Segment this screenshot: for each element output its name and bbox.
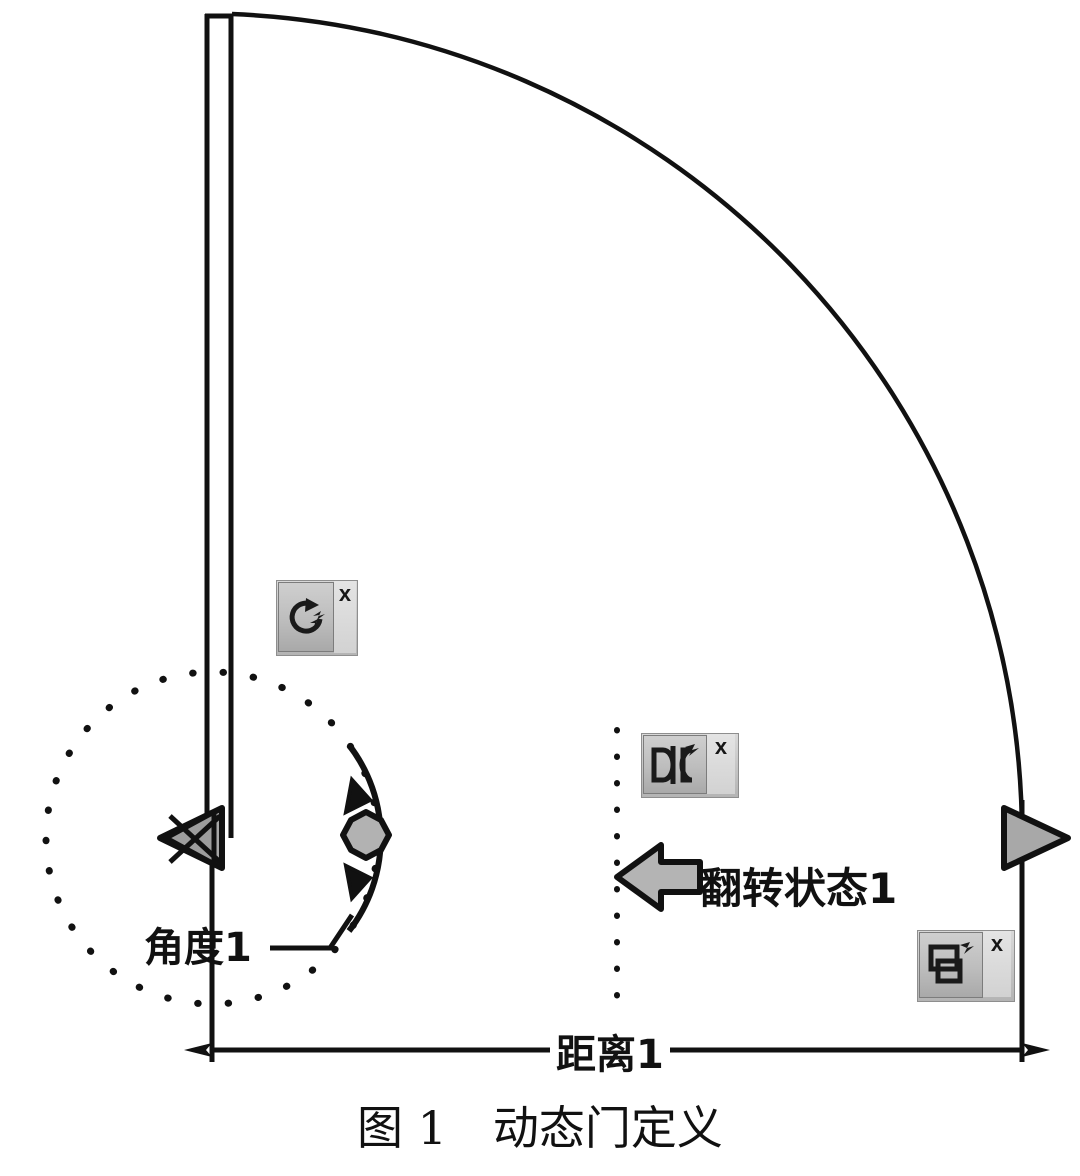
hinge-flip-cross-b xyxy=(168,814,222,864)
angle-arc-arrow-upper xyxy=(343,775,374,816)
mirror-symmetry-mate-icon[interactable] xyxy=(643,735,707,794)
angle-rotation-arc[interactable] xyxy=(340,743,392,933)
suppress-x-marker[interactable]: x xyxy=(707,734,735,794)
angle-label: 角度1 xyxy=(144,925,252,971)
flip-state-label: 翻转状态1 xyxy=(700,864,898,913)
mirror-symmetry-glyph xyxy=(651,743,699,784)
hinge-flip-marker[interactable] xyxy=(157,805,225,871)
rotation-angle-glyph xyxy=(289,598,325,634)
angle-drag-handle[interactable] xyxy=(340,809,392,861)
suppress-x-marker[interactable]: x xyxy=(983,931,1011,997)
angle-label-leader xyxy=(270,913,355,951)
angle-arc-arrow-lower xyxy=(343,862,374,903)
distance-mate-badge[interactable]: x xyxy=(917,930,1015,1002)
door-panel xyxy=(204,13,234,838)
door-swing-arc xyxy=(231,11,1025,839)
flip-state-arrow-icon xyxy=(614,842,703,912)
hinge-flip-triangle-front xyxy=(163,809,217,867)
figure-caption: 图 1 动态门定义 xyxy=(357,1101,723,1155)
distance-dimension-mate-icon[interactable] xyxy=(919,932,983,998)
distance-dimension-glyph xyxy=(928,942,974,984)
distance-label: 距离1 xyxy=(550,1022,670,1080)
rotation-angle-mate-icon[interactable] xyxy=(278,582,334,652)
angle-mate-badge[interactable]: x xyxy=(276,580,358,656)
flip-state-mate-badge[interactable]: x xyxy=(641,733,739,798)
open-edge-direction-arrow[interactable] xyxy=(1001,805,1071,871)
suppress-x-marker[interactable]: x xyxy=(334,581,356,653)
